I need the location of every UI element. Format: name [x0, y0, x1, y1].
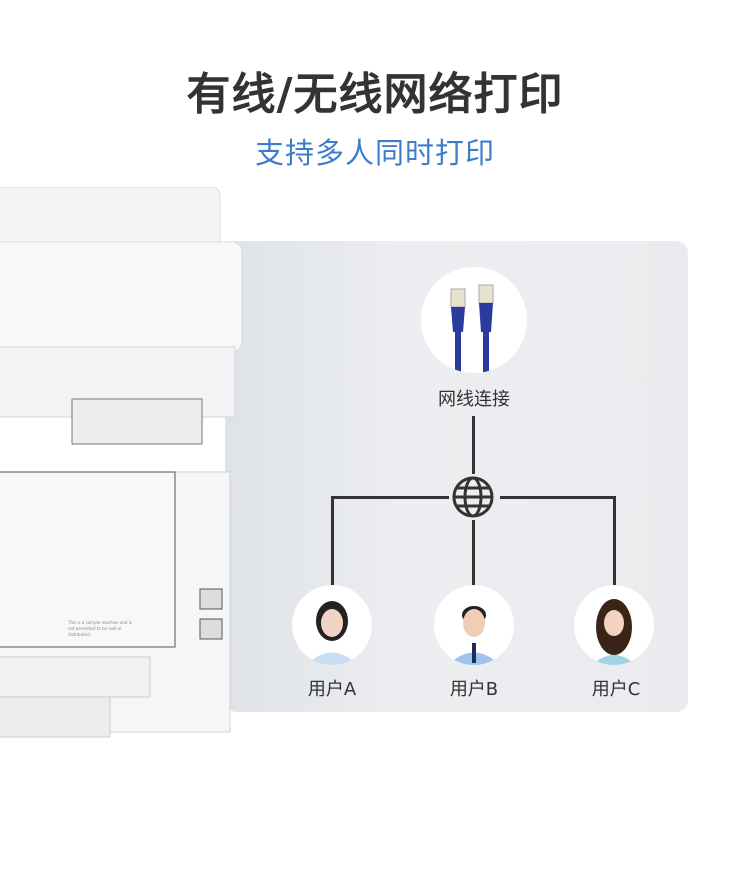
connector-line [472, 416, 475, 474]
printer-image [0, 187, 243, 738]
network-cable-label: 网线连接 [438, 389, 510, 410]
page-subtitle: 支持多人同时打印 [254, 136, 495, 170]
user-c-label: 用户C [591, 679, 641, 700]
user-b-label: 用户B [449, 679, 499, 700]
connector-line [613, 496, 616, 586]
connector-line [472, 520, 475, 586]
user-c-avatar [574, 585, 654, 665]
connector-line [331, 496, 449, 499]
user-a-avatar [292, 585, 372, 665]
network-cable-image [421, 267, 527, 373]
page-title: 有线/无线网络打印 [186, 69, 564, 120]
connector-line [500, 496, 616, 499]
user-a-label: 用户A [307, 679, 357, 700]
globe-icon [451, 475, 495, 519]
user-b-avatar [434, 585, 514, 665]
connector-line [331, 496, 334, 586]
sample-machine-label: This is a sample machine and is not perm… [68, 620, 132, 637]
